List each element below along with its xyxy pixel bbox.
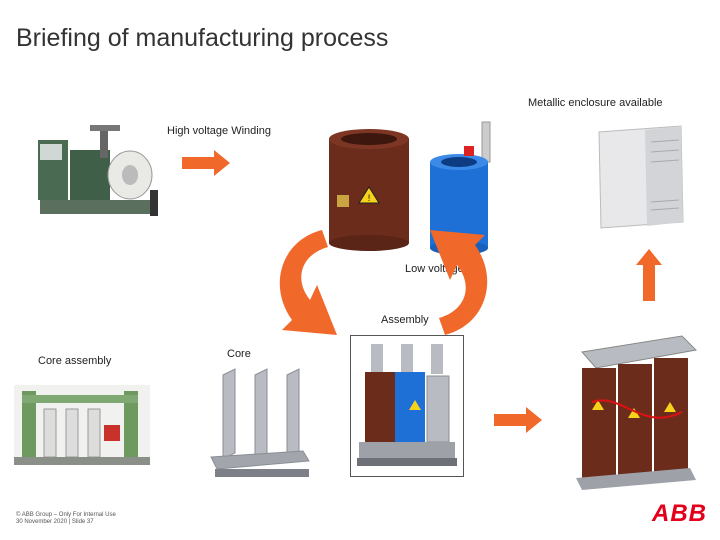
label-core-assembly: Core assembly <box>38 355 112 367</box>
label-core: Core <box>227 348 251 360</box>
footer: © ABB Group – Only For Internal Use 30 N… <box>16 512 116 526</box>
slide-title: Briefing of manufacturing process <box>16 24 389 52</box>
label-hv-winding: High voltage Winding <box>167 125 271 137</box>
curved-arrow-right <box>395 225 505 340</box>
footer-line-2: 30 November 2020 | Slide 37 <box>16 519 94 525</box>
curved-arrow-left <box>262 225 372 340</box>
footer-line-1: © ABB Group – Only For Internal Use <box>16 512 116 518</box>
transformer-image <box>572 332 700 492</box>
arrow-to-hv-coil <box>182 148 232 178</box>
core-image <box>205 365 315 485</box>
label-assembly: Assembly <box>381 314 429 326</box>
hv-coil-image: ! <box>325 125 413 253</box>
core-stacking-machine-image <box>14 385 150 465</box>
label-enclosure: Metallic enclosure available <box>528 97 663 109</box>
svg-text:!: ! <box>367 194 371 204</box>
enclosure-image <box>595 122 687 230</box>
winding-machine-image <box>30 120 162 220</box>
arrow-to-transformer <box>494 405 544 435</box>
arrow-to-enclosure <box>634 247 664 301</box>
abb-logo: ABB <box>652 500 707 527</box>
assembly-image <box>350 335 464 477</box>
